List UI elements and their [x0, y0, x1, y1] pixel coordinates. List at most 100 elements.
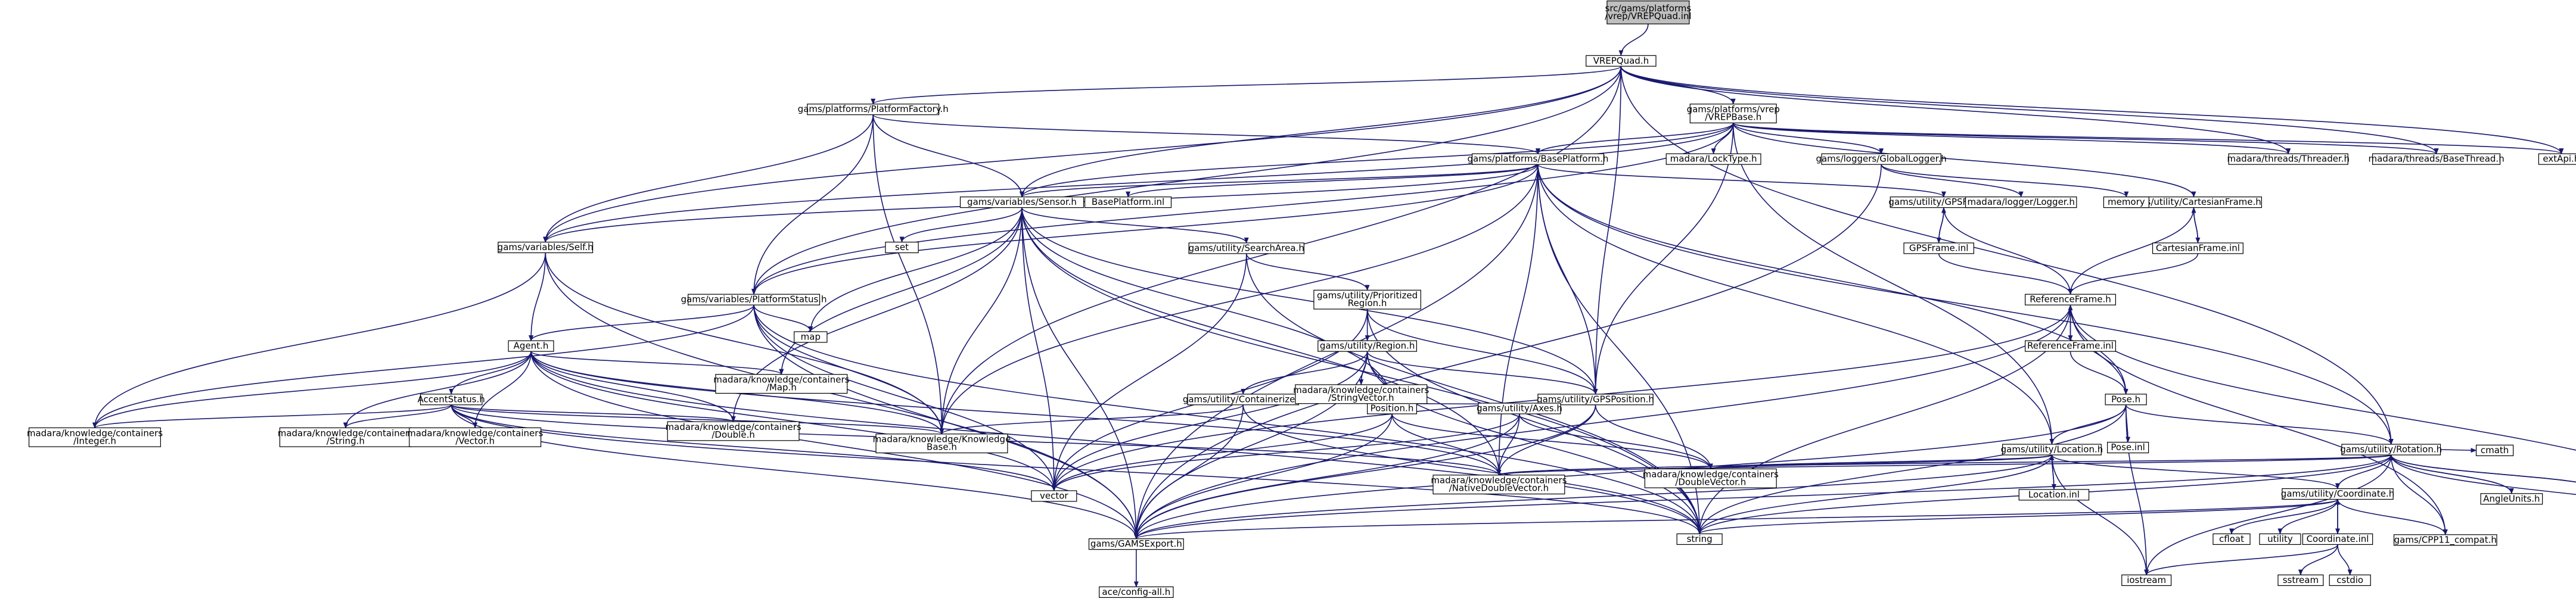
node-sensor[interactable]: gams/variables/Sensor.h	[959, 197, 1085, 208]
node-box-madara_locktype	[1665, 153, 1761, 165]
edge-rotation-to-rotationinl	[2390, 454, 2576, 483]
node-coordinateinl[interactable]: Coordinate.inl	[2302, 533, 2373, 545]
node-label-locationinl: Location.inl	[2028, 489, 2080, 500]
node-box-madara_integer	[29, 427, 161, 447]
node-globallogger[interactable]: gams/loggers/GlobalLogger.h	[1816, 153, 1947, 165]
node-madara_string: madara/knowledge/containers/String.h	[278, 427, 414, 447]
edge-region-to-gpsposition	[1366, 351, 1598, 395]
node-agent[interactable]: Agent.h	[508, 340, 554, 352]
node-box-aceconfig	[1099, 586, 1174, 598]
node-label-madara_map-line1: madara/knowledge/containers	[713, 375, 849, 385]
node-label-memory: memory	[2108, 197, 2145, 207]
node-searcharea[interactable]: gams/utility/SearchArea.h	[1188, 242, 1304, 254]
node-accentstatus[interactable]: AccentStatus.h	[418, 394, 485, 406]
edge-rotation-to-iostream	[2144, 454, 2392, 576]
node-box-factory	[807, 104, 940, 116]
node-label-iostream: iostream	[2127, 575, 2166, 585]
node-root[interactable]: src/gams/platforms/vrep/VREPQuad.inl	[1605, 0, 1692, 24]
node-platformstatus[interactable]: gams/variables/PlatformStatus.h	[681, 294, 827, 305]
node-region[interactable]: gams/utility/Region.h	[1317, 340, 1418, 352]
node-label-gamsexport: gams/GAMSExport.h	[1090, 538, 1182, 549]
edge-vrepbase-to-location	[1732, 123, 2055, 445]
node-label-position: Position.h	[1371, 403, 1414, 414]
edge-coordinateinl-to-sstream	[2298, 544, 2338, 576]
node-label-madara_dv-line2: /DoubleVector.h	[1675, 476, 1746, 487]
node-baseplatform[interactable]: gams/platforms/BasePlatform.h	[1468, 153, 1609, 165]
node-box-cstdio	[2329, 574, 2371, 586]
node-referenceframeinl[interactable]: ReferenceFrame.inl	[2025, 340, 2117, 352]
node-box-referenceframeinl	[2025, 340, 2117, 352]
edge-baseplatform-to-rotation	[1537, 164, 2394, 445]
node-cartesianframeinl[interactable]: CartesianFrame.inl	[2152, 242, 2243, 254]
edge-sensor-to-gamsexport	[1021, 207, 1139, 540]
node-coordinate[interactable]: gams/utility/Coordinate.h	[2281, 488, 2394, 500]
node-gpsframeinl[interactable]: GPSFrame.inl	[1903, 242, 1974, 254]
node-angleunits[interactable]: AngleUnits.h	[2480, 493, 2543, 505]
node-locationinl[interactable]: Location.inl	[2018, 489, 2090, 501]
edge-sensor-to-vector	[1021, 207, 1056, 491]
node-location[interactable]: gams/utility/Location.h	[2001, 444, 2103, 456]
edge-baseplatform-to-platformstatus	[751, 164, 1539, 295]
edge-axes-to-vector	[1051, 413, 1520, 491]
node-label-cartesianframeinl: CartesianFrame.inl	[2156, 242, 2240, 253]
node-madara_dv: madara/knowledge/containers/DoubleVector…	[1643, 468, 1779, 488]
edge-rotationinl-to-rotation	[2388, 454, 2576, 483]
node-vrepbase[interactable]: gams/platforms/vrep/VREPBase.h	[1687, 104, 1780, 124]
node-vrepquad[interactable]: VREPQuad.h	[1586, 55, 1657, 67]
node-referenceframe[interactable]: ReferenceFrame.h	[2025, 294, 2117, 305]
edge-coordinate-to-cfloat	[2229, 499, 2338, 535]
node-label-cfloat: cfloat	[2219, 534, 2244, 544]
edge-rotation-to-gamsexport	[1134, 454, 2392, 540]
node-gpsposition[interactable]: gams/utility/GPSPosition.h	[1537, 394, 1654, 406]
node-label-madara_dv-line1: madara/knowledge/containers	[1643, 469, 1779, 479]
node-factory[interactable]: gams/platforms/PlatformFactory.h	[798, 104, 949, 116]
node-label-cpp11: gams/CPP11_compat.h	[2394, 534, 2497, 545]
edge-vrepquad-to-extapi	[1620, 66, 2564, 155]
edge-root-to-vrepquad	[1618, 24, 1649, 57]
node-self[interactable]: gams/variables/Self.h	[498, 241, 593, 254]
node-box-coordinateinl	[2302, 533, 2373, 545]
edge-rotation-to-madara_ndv	[1497, 454, 2392, 476]
edge-position-to-gamsexport	[1133, 413, 1393, 540]
edge-agent-to-madara_string	[343, 351, 532, 429]
node-box-vector	[1031, 490, 1077, 502]
edge-vrepquad-to-self	[543, 66, 1622, 243]
node-box-accentstatus	[420, 394, 483, 406]
edge-factory-to-platformstatus	[751, 114, 874, 295]
node-box-utility	[2259, 533, 2301, 545]
node-axes[interactable]: gams/utility/Axes.h	[1477, 403, 1562, 414]
node-position[interactable]: Position.h	[1367, 403, 1418, 414]
edge-location-to-iostream	[2051, 454, 2149, 576]
node-label-agent: Agent.h	[514, 341, 549, 351]
edge-vrepquad-to-factory	[871, 66, 1622, 105]
edge-axes-to-madara_ndv	[1496, 413, 1520, 476]
node-gamsexport[interactable]: gams/GAMSExport.h	[1088, 538, 1184, 550]
node-containerize[interactable]: gams/utility/Containerize.h	[1183, 394, 1304, 406]
edge-self-to-agent	[529, 252, 546, 342]
edge-factory-to-self	[543, 114, 874, 243]
node-box-region	[1317, 340, 1418, 352]
node-label-madara_string-line1: madara/knowledge/containers	[278, 428, 414, 438]
edge-location-to-string	[1697, 454, 2053, 535]
edge-rotation-to-madara_dv	[1708, 454, 2392, 470]
node-label-madara_double-line2: /Double.h	[711, 429, 754, 440]
edge-platformstatus-to-agent	[529, 304, 754, 342]
node-cartesianframe[interactable]: gams/utility/CartesianFrame.h	[2126, 197, 2262, 208]
node-label-searcharea: gams/utility/SearchArea.h	[1189, 242, 1304, 253]
node-cpp11[interactable]: gams/CPP11_compat.h	[2393, 534, 2497, 546]
node-label-madara_string-line2: /String.h	[327, 435, 365, 446]
node-pose[interactable]: Pose.h	[2105, 394, 2147, 406]
node-box-pose	[2105, 394, 2147, 406]
node-baseplatforminl[interactable]: BasePlatform.inl	[1084, 197, 1172, 208]
node-label-madara_ndv-line1: madara/knowledge/containers	[1431, 475, 1567, 486]
node-madara_vector: madara/knowledge/containers/Vector.h	[407, 427, 543, 447]
node-label-map: map	[801, 331, 821, 342]
node-label-region: gams/utility/Region.h	[1320, 341, 1415, 351]
edge-coordinate-to-string	[1697, 498, 2338, 535]
node-label-sensor: gams/variables/Sensor.h	[967, 197, 1077, 207]
edge-agent-to-madara_ndv	[530, 351, 1502, 476]
node-rotation[interactable]: gams/utility/Rotation.h	[2340, 444, 2442, 456]
node-poseinl[interactable]: Pose.inl	[2107, 441, 2149, 454]
node-label-madara_map-line2: /Map.h	[766, 382, 797, 393]
